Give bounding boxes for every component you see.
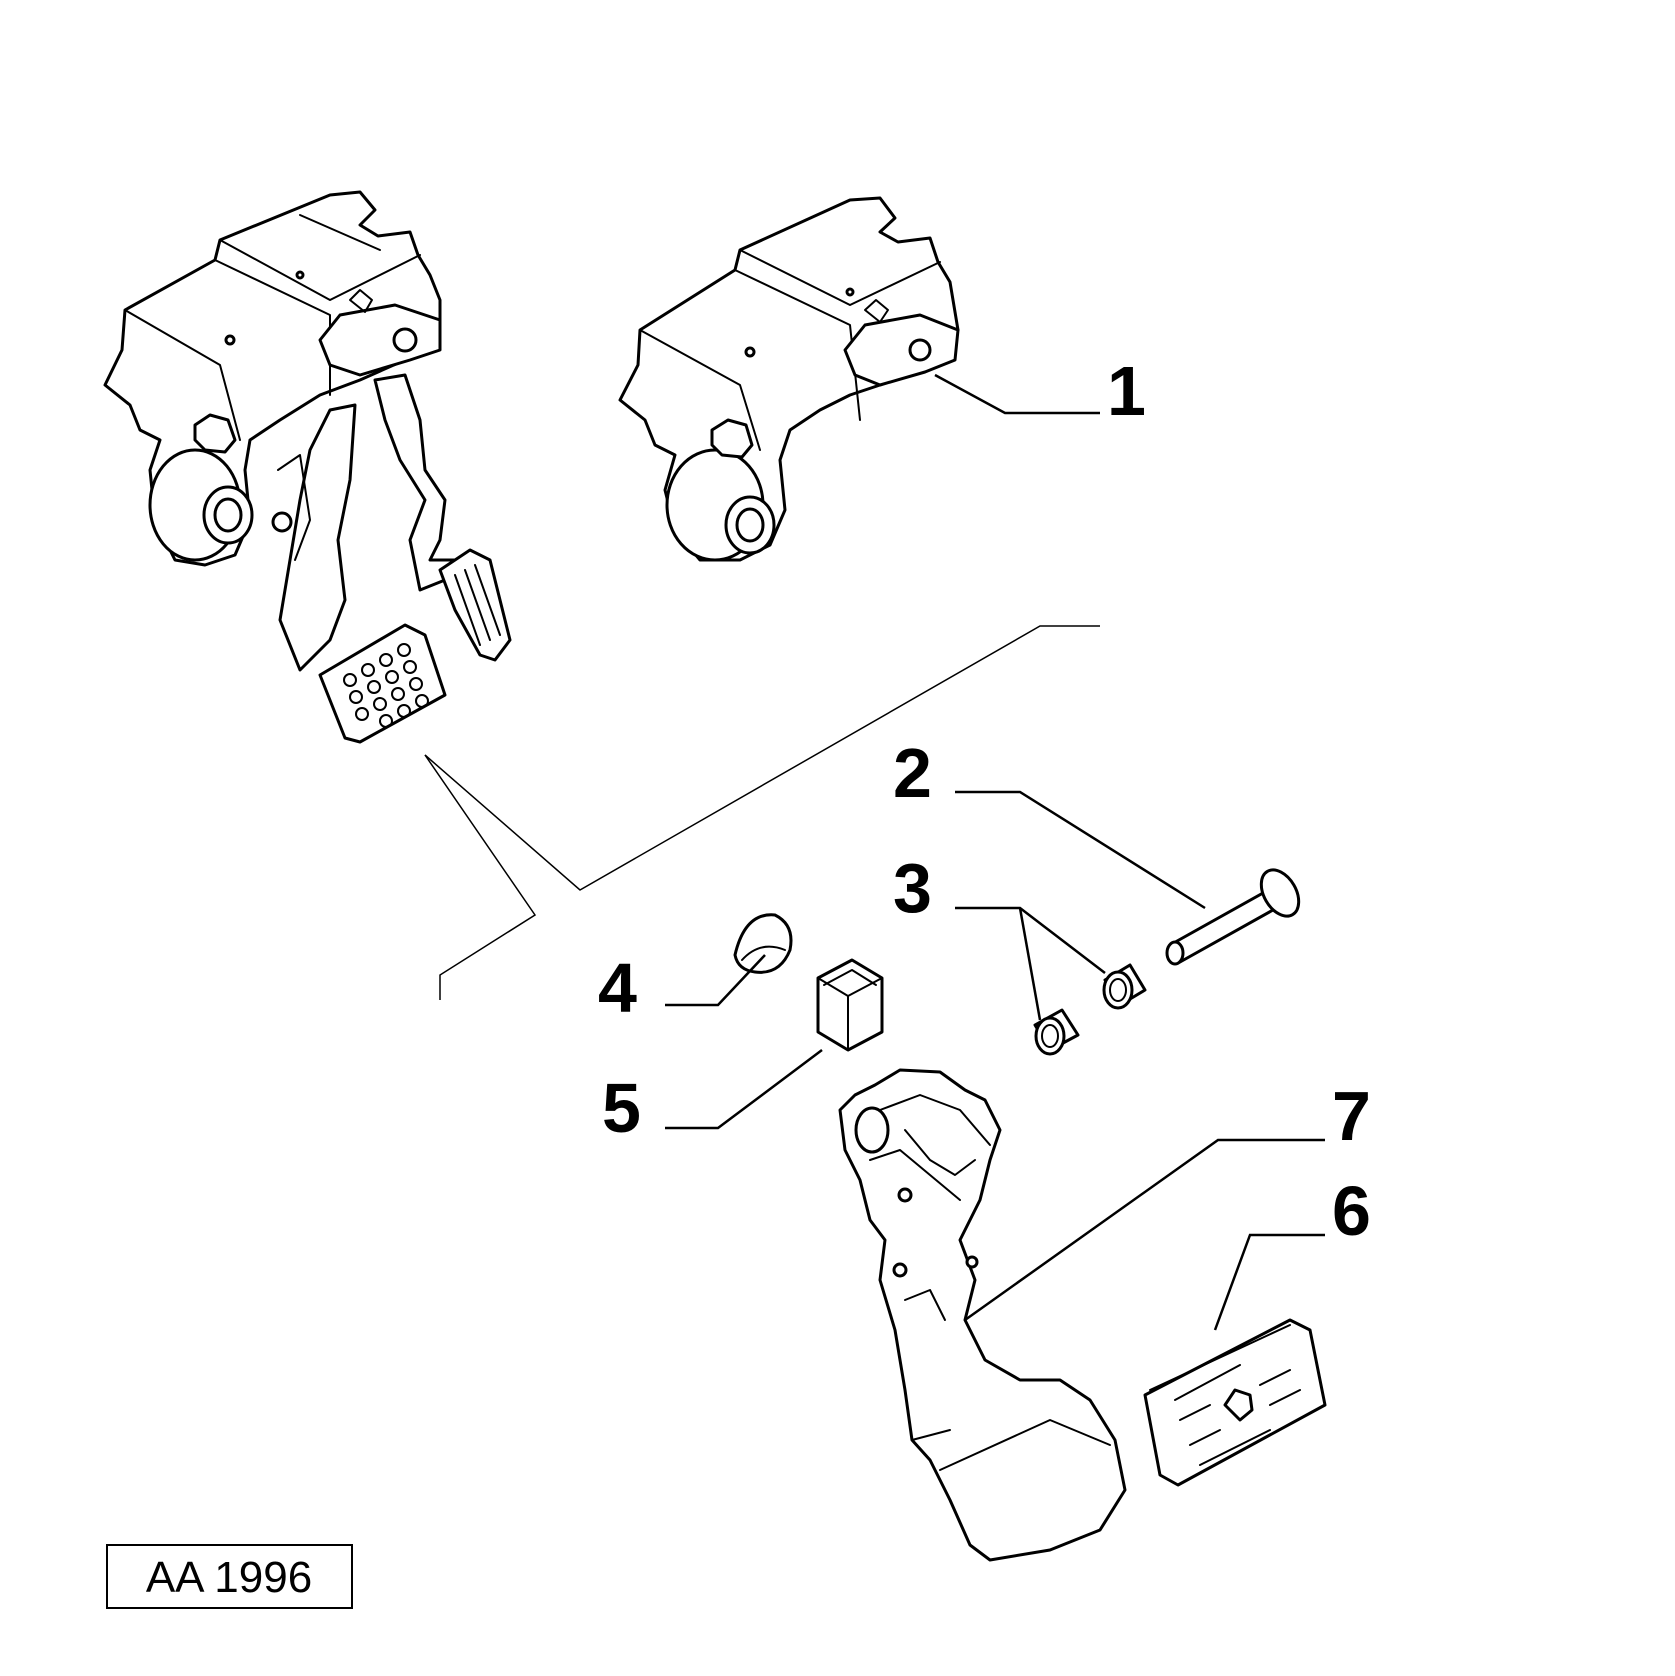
reference-code-box: AA 1996 [106,1544,353,1609]
accelerator-pad-part-6 [1143,1318,1327,1487]
callout-3: 3 [893,849,932,927]
grouping-lines [424,625,1100,1000]
callout-6: 6 [1332,1172,1371,1250]
bushings-part-3 [1033,963,1147,1056]
pedal-bracket-part-1 [618,196,960,562]
callout-7: 7 [1332,1077,1371,1155]
callout-5: 5 [602,1069,641,1147]
cap-part-4 [733,913,793,974]
pedal-assembly-complete [103,190,512,744]
clutch-pad-studs [343,643,429,728]
reference-code: AA 1996 [146,1553,312,1602]
accelerator-pedal-part-7 [838,1068,1127,1562]
callout-2: 2 [893,734,932,812]
rubber-block-part-5 [816,958,884,1052]
pivot-pin-part-2 [1165,868,1301,966]
callout-4: 4 [598,949,637,1027]
callout-1: 1 [1107,352,1146,430]
leader-lines [665,373,1325,1331]
